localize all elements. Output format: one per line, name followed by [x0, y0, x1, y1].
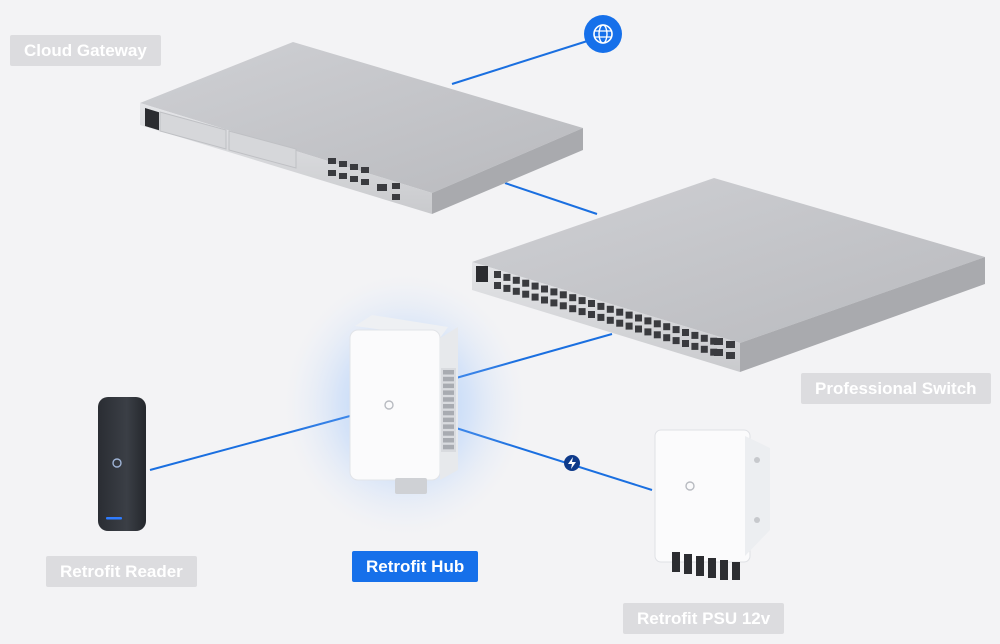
- switch-port: [597, 302, 605, 310]
- switch-port: [512, 287, 520, 295]
- ubiquiti-logo-icon: [685, 481, 695, 491]
- switch-port: [616, 319, 624, 327]
- switch-port: [588, 311, 595, 318]
- switch-port: [700, 334, 708, 342]
- retrofit-reader-device[interactable]: [98, 397, 146, 531]
- terminal-screw: [443, 404, 454, 409]
- sfp-port: [714, 349, 723, 356]
- label-retrofit-psu: Retrofit PSU 12v: [623, 603, 785, 634]
- switch-port: [550, 299, 558, 307]
- switch-port: [635, 314, 642, 322]
- sfp-port: [714, 338, 723, 345]
- switch-port: [559, 302, 567, 310]
- switch-port: [541, 296, 548, 304]
- switch-port: [672, 337, 680, 345]
- switch-port: [682, 340, 689, 347]
- terminal-screw: [443, 410, 454, 416]
- switch-port: [616, 308, 624, 316]
- switch-port: [503, 284, 511, 292]
- cloud-gateway-device[interactable]: [140, 42, 583, 214]
- terminal-screw: [443, 424, 454, 429]
- switch-port: [569, 305, 577, 313]
- switch-port: [578, 297, 586, 305]
- globe-icon: [584, 15, 622, 53]
- switch-port: [672, 326, 680, 334]
- terminal-screw: [443, 397, 454, 402]
- terminal-screw: [443, 370, 454, 375]
- switch-port: [653, 320, 661, 328]
- terminal-screw: [443, 390, 454, 395]
- switch-port: [494, 271, 501, 278]
- link-gateway-switch: [504, 182, 598, 215]
- status-led: [106, 517, 122, 520]
- switch-port: [625, 311, 633, 319]
- terminal-screw: [443, 417, 454, 423]
- switch-port: [606, 305, 614, 313]
- label-retrofit-hub[interactable]: Retrofit Hub: [352, 551, 479, 582]
- switch-port: [644, 328, 652, 336]
- terminal-screw: [443, 438, 454, 443]
- switch-port: [663, 323, 671, 331]
- switch-port: [691, 342, 699, 350]
- ubiquiti-logo-icon: [384, 400, 394, 410]
- terminal-screw: [443, 431, 454, 436]
- switch-port: [588, 300, 595, 307]
- switch-port: [503, 273, 511, 281]
- terminal-screw: [443, 383, 454, 389]
- switch-port: [644, 317, 652, 325]
- label-professional-switch: Professional Switch: [801, 373, 991, 404]
- switch-port: [682, 329, 689, 336]
- switch-port: [531, 293, 539, 301]
- switch-port: [625, 322, 633, 330]
- label-retrofit-reader: Retrofit Reader: [46, 556, 197, 587]
- switch-port: [635, 325, 642, 333]
- switch-port: [653, 331, 661, 339]
- switch-port: [597, 313, 605, 321]
- hub-terminal-block: [443, 370, 454, 450]
- switch-port: [522, 279, 530, 287]
- professional-switch-device[interactable]: [472, 178, 985, 372]
- switch-port: [700, 345, 708, 353]
- switch-port: [522, 290, 530, 298]
- sfp-port: [726, 352, 735, 359]
- switch-port: [710, 348, 718, 356]
- link-internet-gateway: [451, 36, 601, 85]
- switch-port: [710, 337, 718, 345]
- switch-port: [550, 288, 558, 296]
- switch-port: [494, 282, 501, 289]
- retrofit-hub-device[interactable]: [349, 315, 458, 494]
- switch-port: [559, 291, 567, 299]
- switch-port: [578, 308, 586, 316]
- switch-port: [691, 331, 699, 339]
- switch-port-array: [494, 271, 735, 359]
- terminal-screw: [443, 444, 454, 450]
- switch-port: [512, 276, 520, 284]
- switch-port: [541, 285, 548, 293]
- label-cloud-gateway: Cloud Gateway: [10, 35, 161, 66]
- switch-port: [531, 282, 539, 290]
- switch-port: [606, 316, 614, 324]
- terminal-screw: [443, 376, 454, 382]
- retrofit-psu-device[interactable]: [654, 429, 770, 580]
- switch-port: [569, 294, 577, 302]
- sfp-port: [726, 341, 735, 348]
- ubiquiti-logo-icon: [112, 458, 122, 468]
- switch-port: [663, 334, 671, 342]
- power-bolt-icon: [564, 455, 580, 471]
